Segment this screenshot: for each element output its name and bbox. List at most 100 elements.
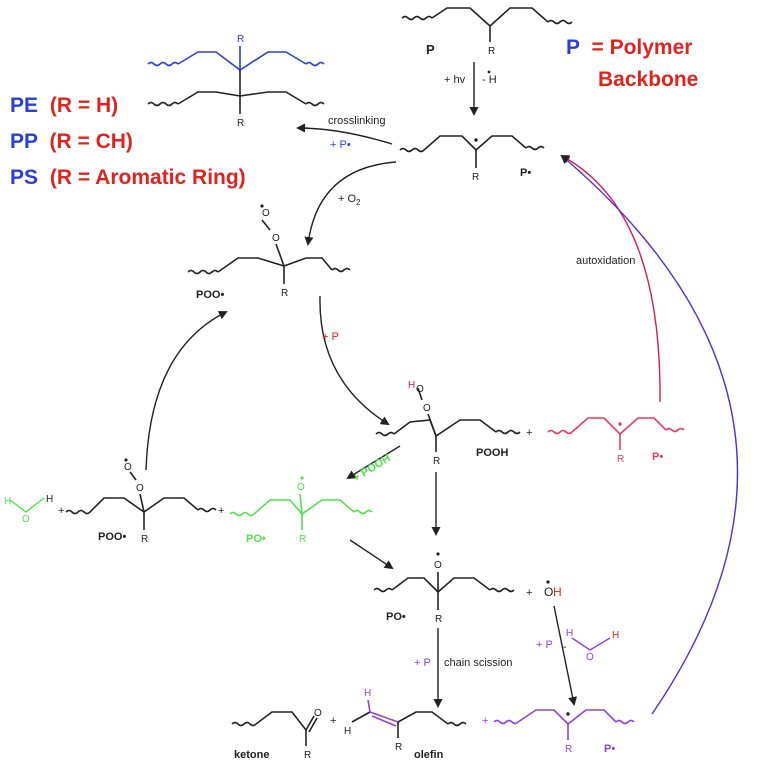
crosslinking-label: crosslinking bbox=[328, 115, 385, 127]
o-water-left: O bbox=[22, 514, 30, 525]
r-pooh: R bbox=[433, 456, 440, 467]
r-olefin: R bbox=[395, 742, 402, 753]
svg-text:PE (R = H): PE (R = H) bbox=[10, 94, 118, 117]
radical-dot-poo-top bbox=[260, 204, 264, 208]
r-top: R bbox=[488, 46, 495, 57]
poo-top-label: POO• bbox=[196, 289, 224, 301]
h-water-right-1: H bbox=[566, 628, 573, 639]
r-green: R bbox=[299, 534, 306, 545]
h-water-left-1: H bbox=[4, 496, 11, 507]
poo-lower-label: POO• bbox=[98, 531, 126, 543]
plus-ketone-olefin: + bbox=[330, 715, 336, 727]
r-ketone: R bbox=[304, 750, 311, 761]
r-poo-lower: R bbox=[141, 534, 148, 545]
o-inner-lower: O bbox=[136, 483, 144, 494]
olefin-label: olefin bbox=[414, 749, 444, 761]
polymer-alkoxy-green bbox=[229, 493, 373, 530]
o-inner-top: O bbox=[272, 233, 280, 244]
svg-text:PP (R = CH): PP (R = CH) bbox=[10, 130, 133, 153]
crosslinking-arrow bbox=[296, 123, 393, 145]
legend-p-eq: = Polymer bbox=[591, 36, 692, 59]
plus-pooh-green-label: + POOH bbox=[351, 452, 393, 484]
r-crosslink-top: R bbox=[237, 34, 244, 45]
radical-dot-green bbox=[300, 476, 304, 480]
autoxidation-label: autoxidation bbox=[576, 255, 635, 267]
plus-olefin-radical: + bbox=[482, 715, 488, 727]
o-water-right: O bbox=[586, 652, 594, 663]
plus-oh: + bbox=[526, 587, 532, 599]
polymer-radical-p bbox=[399, 135, 545, 168]
svg-text:+ O2: + O2 bbox=[338, 193, 361, 207]
polymer-radical-purple bbox=[493, 709, 635, 740]
olefin-structure bbox=[351, 699, 467, 738]
minus-h-label: - H bbox=[482, 74, 497, 86]
o-hydroxyl: O bbox=[544, 585, 553, 599]
legend-pe-r: (R = H) bbox=[50, 94, 118, 117]
plus-poo-po: + bbox=[218, 505, 224, 517]
plus-p-chain-label: + P bbox=[414, 657, 431, 669]
oh-to-radical-arrow bbox=[553, 605, 578, 706]
h-olefin-left: H bbox=[344, 726, 351, 737]
polymer-alkoxy-center bbox=[373, 572, 515, 610]
radical-dot-p bbox=[474, 138, 478, 142]
legend-p-symbol: P bbox=[566, 36, 580, 59]
hv-label: + hv bbox=[444, 74, 466, 86]
pooh-label: POOH bbox=[476, 447, 508, 459]
minus-purple: - bbox=[563, 641, 567, 653]
h-pooh: H bbox=[408, 380, 415, 391]
poo-to-pooh-arrow bbox=[319, 295, 390, 426]
plus-pooh: + bbox=[526, 427, 532, 439]
water-right bbox=[571, 637, 611, 651]
plus-water: + bbox=[58, 505, 64, 517]
h-water-right-2: H bbox=[612, 630, 619, 641]
polymer-peroxy-top bbox=[187, 219, 351, 284]
o-ketone: O bbox=[314, 708, 322, 719]
chain-scission-label: chain scission bbox=[444, 657, 512, 669]
p-radical-purple-label: P• bbox=[604, 743, 615, 755]
r-pink: R bbox=[617, 454, 624, 465]
ketone-structure bbox=[231, 711, 318, 746]
o2-arrow bbox=[304, 161, 397, 246]
h-hydroxyl: H bbox=[553, 585, 562, 599]
po-green-label: PO• bbox=[246, 533, 266, 545]
h-water-left-2: H bbox=[46, 494, 53, 505]
o-pooh-inner: O bbox=[423, 403, 431, 414]
r-purple: R bbox=[565, 744, 572, 755]
legend-pp-r: (R = CH) bbox=[49, 130, 132, 153]
legend-pe: PE bbox=[10, 94, 38, 117]
radical-dot-purple bbox=[566, 712, 570, 716]
polymer-p-top bbox=[401, 7, 573, 42]
o-pooh-outer: O bbox=[416, 384, 424, 395]
svg-text:PS (R = Aromatic Ring): PS (R = Aromatic Ring) bbox=[10, 166, 246, 189]
r-p-radical: R bbox=[472, 172, 479, 183]
legend-ps-r: (R = Aromatic Ring) bbox=[50, 166, 246, 189]
polymer-peroxy-lower bbox=[65, 471, 217, 530]
water-left bbox=[9, 497, 45, 513]
r-crosslink-bottom: R bbox=[237, 118, 244, 129]
r-poo-top: R bbox=[281, 288, 288, 299]
autoxidation-arrow bbox=[560, 155, 661, 403]
p-radical-label: P• bbox=[520, 167, 531, 179]
radical-dot-poo-lower bbox=[124, 458, 128, 462]
po-center-label: PO• bbox=[386, 611, 406, 623]
p-top-label: P bbox=[426, 42, 435, 57]
peroxy-cycle-arrow bbox=[145, 311, 228, 471]
p-radical-pink-label: P• bbox=[652, 451, 663, 463]
pooh-bimolecular-arrow bbox=[346, 445, 401, 480]
purple-return-arrow bbox=[560, 154, 739, 715]
h-olefin-top: H bbox=[364, 688, 371, 699]
o2-subscript: 2 bbox=[356, 198, 361, 207]
o-outer-top: O bbox=[262, 208, 270, 219]
svg-text:P = Polymer: P = Polymer bbox=[566, 36, 692, 59]
green-to-po-arrow bbox=[349, 539, 394, 570]
legend-ps: PS bbox=[10, 166, 38, 189]
plus-p-purple-label: + P bbox=[536, 639, 553, 651]
polymer-radical-pink bbox=[547, 417, 685, 450]
o-green: O bbox=[297, 482, 305, 493]
o-po-center: O bbox=[434, 560, 442, 571]
plus-p-blue-label: + P• bbox=[330, 139, 351, 151]
plus-p-red-label: + P bbox=[322, 331, 339, 343]
radical-dot-pink bbox=[618, 422, 622, 426]
legend-pp: PP bbox=[10, 130, 38, 153]
